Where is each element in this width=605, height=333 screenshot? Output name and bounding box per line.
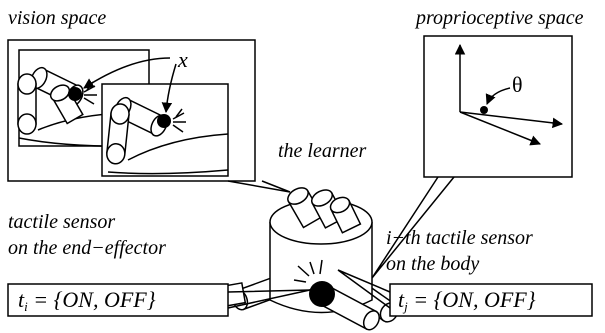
vision-space-panel: x [7,39,291,193]
ti-value: = {ON, OFF} [28,287,156,312]
proprioceptive-space-panel: θ [371,35,573,279]
camera-frame-front [101,83,229,177]
tj-state-box: tj = {ON, OFF} [337,269,593,317]
tactile-sensor-dot [309,281,335,307]
tactile-body-label-line2: on the body [386,253,479,275]
ti-symbol: t [18,287,25,312]
theta-symbol: θ [512,72,523,97]
end-effector-dot [68,87,82,101]
contact-spark-icon [172,108,186,133]
tactile-body-label-line1: i−th tactile sensor [386,227,533,249]
learner-robot [206,187,399,331]
tj-value: = {ON, OFF} [408,287,536,312]
theta-point [480,106,488,114]
svg-text:ti = {ON, OFF}: ti = {ON, OFF} [18,287,156,314]
tactile-end-label-line1: tactile sensor [8,211,115,233]
contact-spark-icon [293,259,323,283]
tj-subscript: j [402,299,408,314]
ti-subscript: i [24,299,28,314]
ti-state-box: ti = {ON, OFF} [7,283,311,317]
proprioceptive-space-title: proprioceptive space [414,7,584,29]
learner-label: the learner [278,140,367,162]
tactile-end-label-line2: on the end−effector [8,237,166,259]
x-symbol: x [177,47,188,72]
svg-text:tj = {ON, OFF}: tj = {ON, OFF} [398,287,536,314]
end-effector-dot [157,114,171,128]
tj-symbol: t [398,287,405,312]
camera-frame-back [17,49,150,148]
vision-space-title: vision space [8,7,106,29]
